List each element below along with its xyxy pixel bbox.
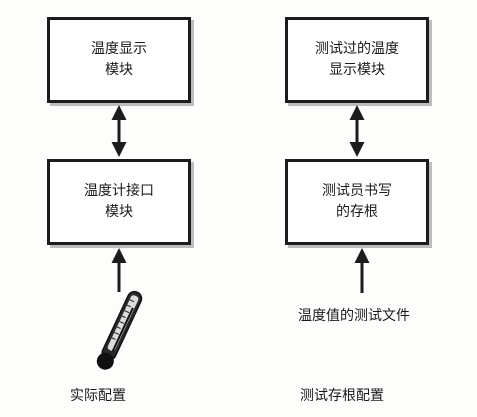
- box-label-line1: 温度显示: [91, 41, 147, 57]
- box-label-line2: 模块: [105, 204, 133, 220]
- thermometer-icon: [96, 290, 143, 370]
- thermometer-interface-module-box: 温度计接口 模块: [47, 159, 191, 245]
- box-label-line1: 测试员书写: [322, 183, 392, 199]
- box-label-line2: 的存根: [336, 204, 378, 220]
- actual-configuration-caption: 实际配置: [70, 388, 126, 404]
- test-file-label: 温度值的测试文件: [298, 308, 410, 324]
- box-label-line1: 测试过的温度: [315, 41, 399, 57]
- test-stub-configuration-caption: 测试存根配置: [300, 388, 384, 404]
- temperature-display-module-box: 温度显示 模块: [47, 17, 191, 103]
- tester-written-stub-box: 测试员书写 的存根: [285, 159, 429, 245]
- box-label-line2: 模块: [105, 62, 133, 78]
- box-label-line1: 温度计接口: [84, 183, 154, 199]
- box-label-line2: 显示模块: [329, 62, 385, 78]
- tested-temperature-display-module-box: 测试过的温度 显示模块: [285, 17, 429, 103]
